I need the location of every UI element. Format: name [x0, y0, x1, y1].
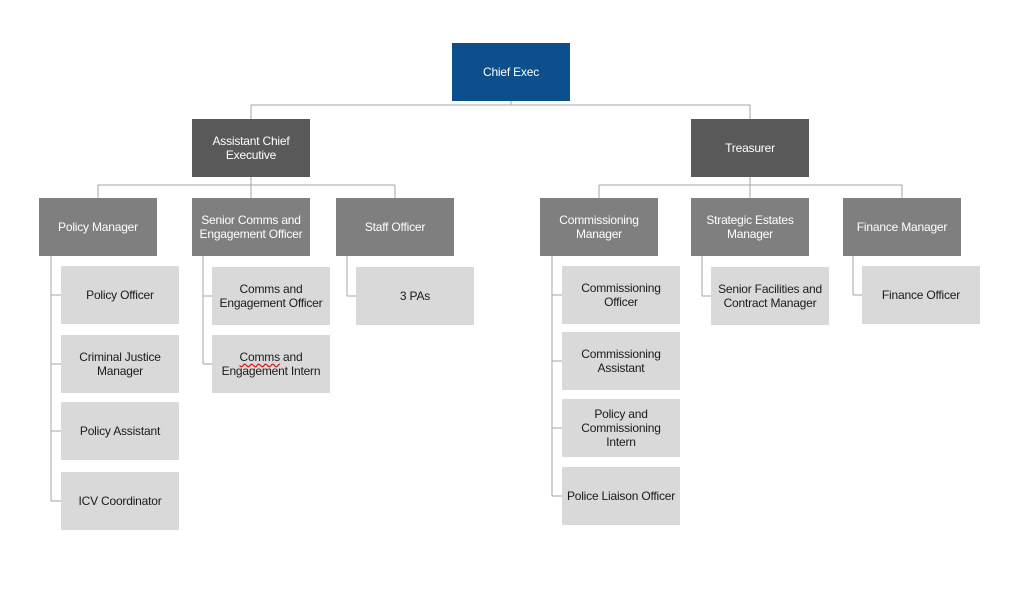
three-pas-label: 3 PAs [399, 289, 431, 303]
commissioning-manager-label-line2: Manager [576, 227, 622, 241]
staff-officer-box: Staff Officer [336, 198, 454, 256]
chief-exec-box: Chief Exec [452, 43, 570, 101]
policy-commissioning-intern-label-line2: Commissioning Intern [581, 421, 661, 449]
commissioning-assistant-label-line1: Commissioning [581, 347, 661, 361]
senior-facilities-label-line2: Contract Manager [723, 296, 817, 310]
finance-officer-label: Finance Officer [881, 288, 961, 302]
police-liaison-officer-box: Police Liaison Officer [562, 467, 680, 525]
comms-intern-label-word1: Comms [239, 350, 281, 364]
policy-assistant-box: Policy Assistant [61, 402, 179, 460]
icv-coordinator-box: ICV Coordinator [61, 472, 179, 530]
strategic-estates-label-line2: Manager [727, 227, 773, 241]
strategic-estates-label-line1: Strategic Estates [706, 213, 794, 227]
commissioning-manager-label-line1: Commissioning [559, 213, 639, 227]
treasurer-label: Treasurer [725, 141, 775, 155]
staff-officer-label: Staff Officer [364, 220, 426, 234]
police-liaison-label: Police Liaison Officer [566, 489, 676, 503]
finance-manager-label: Finance Manager [856, 220, 948, 234]
commissioning-officer-label-line2: Officer [604, 295, 638, 309]
chief-exec-label: Chief Exec [482, 65, 540, 79]
commissioning-officer-label-line1: Commissioning [581, 281, 661, 295]
senior-comms-label-line1: Senior Comms and [201, 213, 301, 227]
comms-officer-label-line1: Comms and [239, 282, 303, 296]
comms-intern-label-line2: Engagement Intern [221, 364, 321, 378]
assistant-chief-label-line1: Assistant Chief [212, 134, 290, 148]
criminal-justice-label-line1: Criminal Justice [79, 350, 161, 364]
policy-manager-box: Policy Manager [39, 198, 157, 256]
finance-manager-box: Finance Manager [843, 198, 961, 256]
comms-intern-label-word1-rest: and [279, 350, 303, 364]
senior-facilities-label-line1: Senior Facilities and [718, 282, 822, 296]
policy-assistant-label: Policy Assistant [79, 424, 161, 438]
finance-officer-box: Finance Officer [862, 266, 980, 324]
policy-commissioning-intern-label-line1: Policy and [594, 407, 648, 421]
comms-officer-label-line2: Engagement Officer [219, 296, 323, 310]
policy-officer-box: Policy Officer [61, 266, 179, 324]
commissioning-assistant-label-line2: Assistant [597, 361, 645, 375]
policy-officer-label: Policy Officer [86, 288, 154, 302]
assistant-chief-label-line2: Executive [225, 148, 277, 162]
criminal-justice-label-line2: Manager [97, 364, 143, 378]
treasurer-box: Treasurer [691, 119, 809, 177]
policy-manager-label: Policy Manager [58, 220, 138, 234]
senior-comms-label-line2: Engagement Officer [199, 227, 303, 241]
three-pas-box: 3 PAs [356, 267, 474, 325]
icv-coordinator-label: ICV Coordinator [78, 494, 162, 508]
